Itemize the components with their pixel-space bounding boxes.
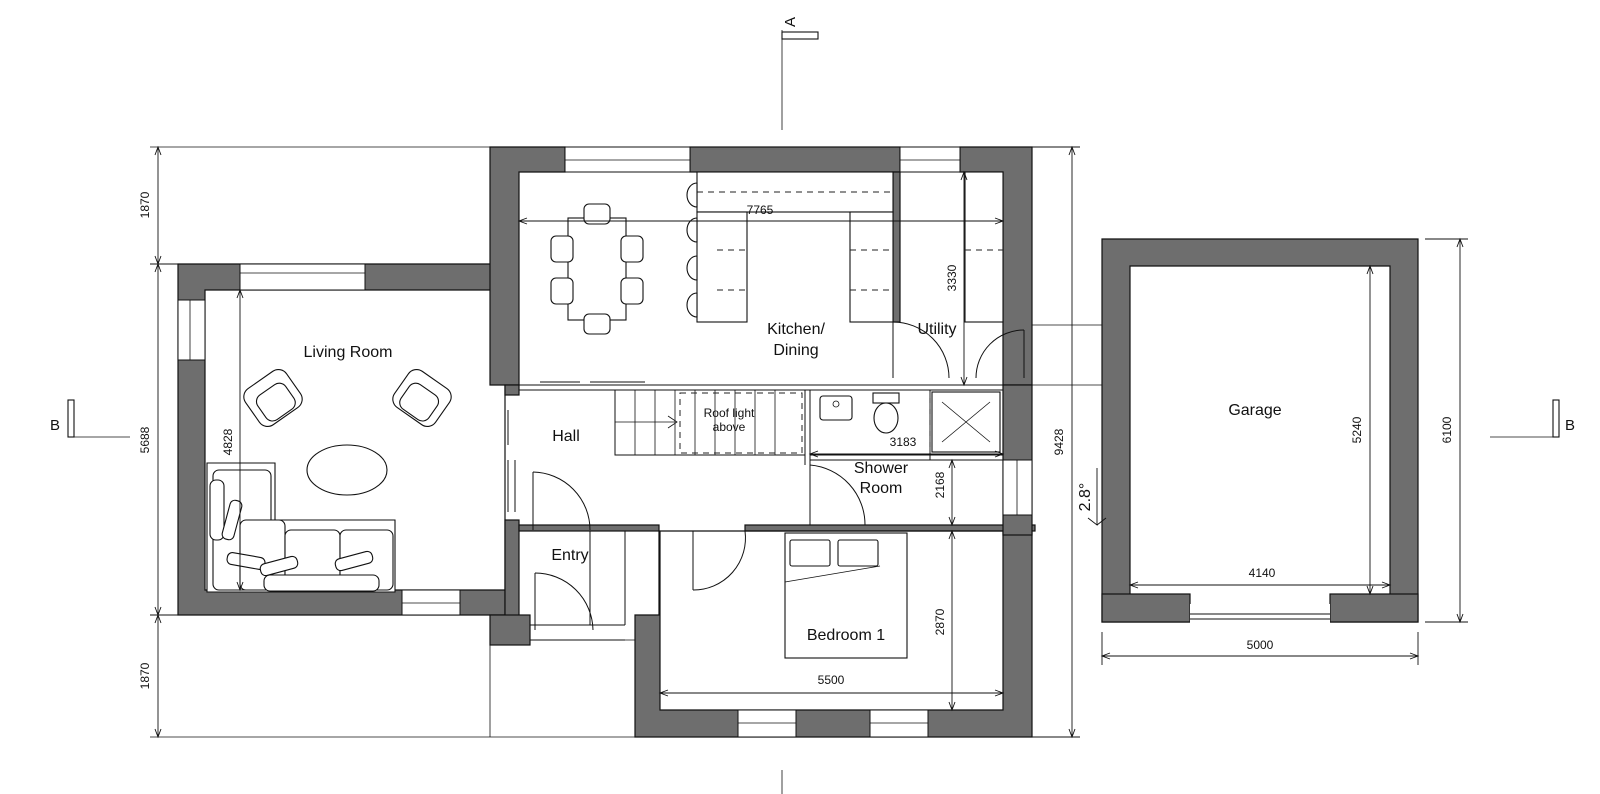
dining-table xyxy=(550,203,644,335)
dim-overall-depth: 9428 xyxy=(1052,428,1066,455)
room-label-living: Living Room xyxy=(304,344,393,361)
room-label-hall: Hall xyxy=(552,428,580,445)
room-label-entry: Entry xyxy=(551,547,588,564)
room-label-utility: Utility xyxy=(917,321,956,338)
room-label-shower-2: Room xyxy=(860,480,903,497)
dimension-lines xyxy=(150,145,1468,739)
dim-living-height: 4828 xyxy=(221,428,235,455)
shower-fittings xyxy=(819,391,1001,455)
dim-utility-height: 3330 xyxy=(945,264,959,291)
doors xyxy=(507,321,1025,631)
living-furniture xyxy=(206,369,452,593)
section-b-right-label: B xyxy=(1565,417,1575,434)
windows xyxy=(177,146,1330,738)
roof-light-label-2: above xyxy=(713,420,746,434)
bed xyxy=(784,532,908,659)
stairs xyxy=(614,389,806,456)
dim-bedroom-height: 2870 xyxy=(933,608,947,635)
dim-shower-width: 3183 xyxy=(890,435,917,449)
kitchen-units xyxy=(686,171,1004,323)
dim-mid-left: 5688 xyxy=(138,426,152,453)
section-b-left-label: B xyxy=(50,417,60,434)
dim-garage-outer-width: 5000 xyxy=(1247,638,1274,652)
dim-bottom-left: 1870 xyxy=(138,662,152,689)
dim-garage-inner-height: 5240 xyxy=(1350,416,1364,443)
room-label-garage: Garage xyxy=(1228,402,1281,419)
room-label-bedroom: Bedroom 1 xyxy=(807,627,885,644)
dimension-labels: 1870 5688 1870 4828 7765 3330 3183 2168 … xyxy=(138,191,1454,689)
room-labels: Living Room Kitchen/ Dining Utility Hall… xyxy=(304,321,1282,644)
dim-kitchen-width: 7765 xyxy=(747,203,774,217)
section-markers: A B B xyxy=(50,17,1575,794)
dim-garage-outer-height: 6100 xyxy=(1440,416,1454,443)
section-a-label: A xyxy=(782,17,799,27)
dim-shower-height: 2168 xyxy=(933,471,947,498)
room-label-kitchen-1: Kitchen/ xyxy=(767,321,825,338)
dim-bedroom-width: 5500 xyxy=(818,673,845,687)
dim-top-left: 1870 xyxy=(138,191,152,218)
room-label-shower-1: Shower xyxy=(854,460,909,477)
slope-label: 2.8° xyxy=(1077,483,1094,512)
roof-light-label-1: Roof light xyxy=(704,406,755,420)
dim-garage-inner-width: 4140 xyxy=(1249,566,1276,580)
room-label-kitchen-2: Dining xyxy=(773,342,818,359)
